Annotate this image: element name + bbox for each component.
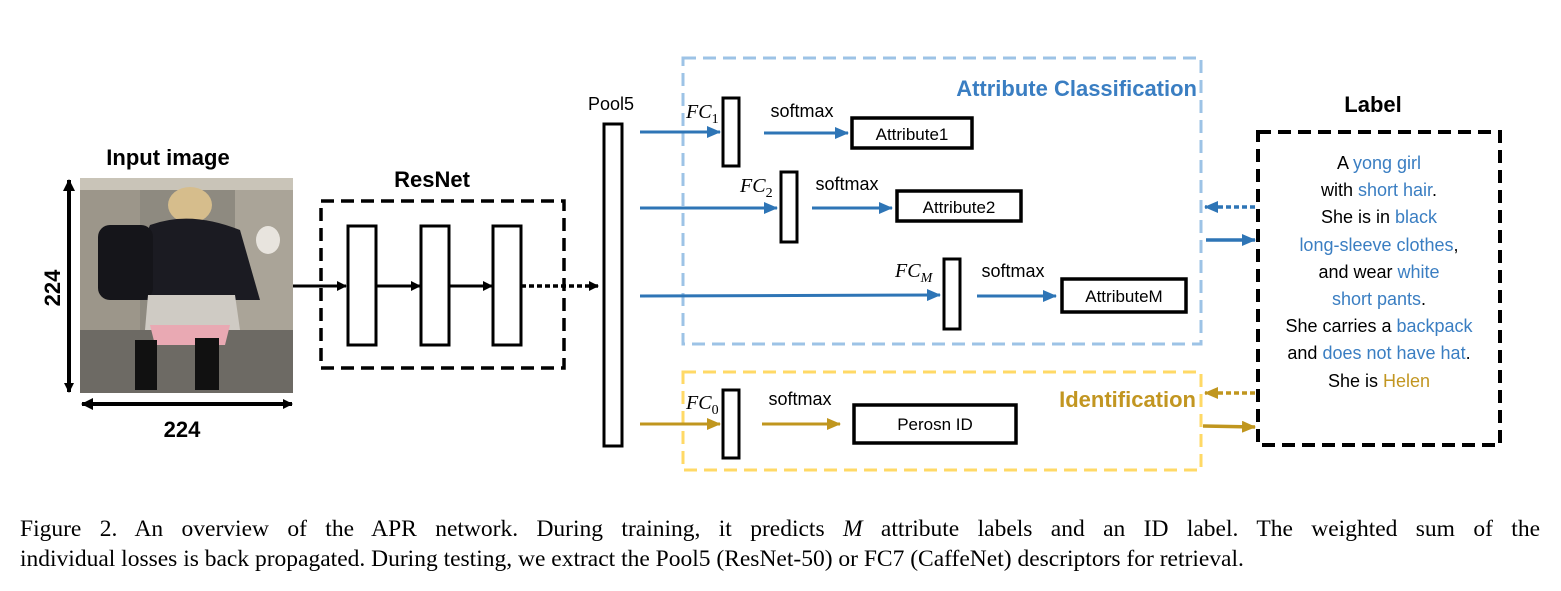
input-image-title: Input image — [106, 145, 229, 170]
apr-network-diagram: Input image 224 224 ResNet Pool5 Attribu… — [40, 56, 1502, 472]
fc0-label-sub: 0 — [712, 403, 719, 418]
figure-caption: Figure 2. An overview of the APR network… — [20, 514, 1540, 574]
attribute1-label: Attribute1 — [876, 125, 949, 144]
label-line-segment: short hair — [1357, 180, 1433, 201]
person-photo — [80, 178, 293, 393]
fc1-softmax-label: softmax — [770, 101, 833, 121]
resnet-layer-1 — [346, 224, 378, 347]
label-line: She is Helen — [1258, 368, 1500, 395]
attribute2-output-box — [895, 189, 1023, 223]
resnet-title: ResNet — [394, 167, 470, 192]
caption-line-1-a: Figure 2. An overview of the APR network… — [20, 516, 843, 542]
attributem-label: AttributeM — [1085, 287, 1162, 306]
label-line-segment: long-sleeve clothes — [1299, 234, 1454, 255]
attribute2-label: Attribute2 — [923, 198, 996, 217]
fc2-label: FC2 — [739, 175, 773, 201]
caption-line-1-b: attribute labels and an ID label. The we… — [862, 516, 1540, 542]
label-line-segment: does not have hat — [1322, 343, 1466, 364]
label-title: Label — [1344, 92, 1401, 117]
label-line-segment: and wear — [1318, 261, 1398, 282]
fcm-softmax-label: softmax — [981, 261, 1044, 281]
fc0-label: FC0 — [685, 392, 719, 418]
label-line-segment: with — [1320, 180, 1358, 201]
fcm-label-base: FC — [894, 260, 921, 282]
label-line: long-sleeve clothes, — [1258, 232, 1500, 259]
label-line-segment: Helen — [1383, 370, 1431, 391]
identification-title: Identification — [1059, 387, 1196, 412]
fc0-label-base: FC — [685, 392, 712, 414]
label-line-segment: . — [1465, 343, 1471, 364]
fc1-layer — [721, 96, 741, 168]
pool5-to-fcm-arrow — [639, 289, 941, 302]
label-line-segment: . — [1421, 289, 1427, 310]
identification-to-label-arrow — [1202, 420, 1256, 433]
pool5-layer — [602, 122, 624, 448]
fc2-layer — [779, 170, 799, 244]
label-line-segment: She carries a — [1285, 316, 1397, 337]
resnet-layer-2 — [419, 224, 451, 347]
label-line: She is in black — [1258, 204, 1500, 231]
label-line-segment: yong girl — [1352, 153, 1422, 173]
fc2-label-sub: 2 — [766, 186, 773, 201]
fc2-softmax-label: softmax — [815, 174, 878, 194]
label-line-segment: short pants — [1331, 289, 1422, 310]
label-line-segment: , — [1453, 234, 1459, 255]
attributem-output-box — [1060, 277, 1188, 314]
width-label: 224 — [164, 417, 201, 442]
fcm-label: FCM — [894, 260, 934, 286]
person-id-output-box — [852, 403, 1018, 445]
pool5-label: Pool5 — [588, 94, 634, 114]
caption-line-2: individual losses is back propagated. Du… — [20, 546, 1244, 572]
label-line: A yong girl — [1258, 150, 1500, 177]
fc1-label: FC1 — [685, 101, 719, 127]
attribute1-output-box — [850, 116, 974, 150]
label-box — [1256, 130, 1502, 447]
label-line-segment: A — [1336, 153, 1353, 173]
caption-symbol-m: M — [842, 516, 863, 542]
identification-region — [681, 370, 1203, 472]
label-line-segment: She is in — [1320, 207, 1395, 228]
fcm-layer — [942, 257, 962, 331]
fcm-label-sub: M — [920, 271, 934, 286]
fc0-layer — [721, 388, 741, 460]
label-line-segment: black — [1395, 207, 1438, 228]
resnet-layer-3 — [491, 224, 523, 347]
label-line-segment: . — [1432, 180, 1438, 201]
fc0-softmax-label: softmax — [768, 389, 831, 409]
label-line-segment: She is — [1327, 370, 1383, 391]
label-line: and does not have hat. — [1258, 340, 1500, 367]
attribute-classification-region — [681, 56, 1203, 346]
label-line-segment: backpack — [1396, 316, 1473, 337]
label-line: and wear white — [1258, 259, 1500, 286]
attribute-classification-title: Attribute Classification — [956, 76, 1197, 101]
fc2-label-base: FC — [739, 175, 766, 197]
label-line-segment: and — [1287, 343, 1323, 364]
caption-line-1: Figure 2. An overview of the APR network… — [20, 514, 1540, 544]
person-id-label: Perosn ID — [897, 415, 973, 434]
fc1-label-sub: 1 — [712, 112, 719, 127]
height-label: 224 — [40, 269, 65, 306]
label-line: with short hair. — [1258, 177, 1500, 204]
label-line-segment: white — [1397, 261, 1440, 282]
fc1-label-base: FC — [685, 101, 712, 123]
label-line: She carries a backpack — [1258, 313, 1500, 340]
label-line: short pants. — [1258, 286, 1500, 313]
